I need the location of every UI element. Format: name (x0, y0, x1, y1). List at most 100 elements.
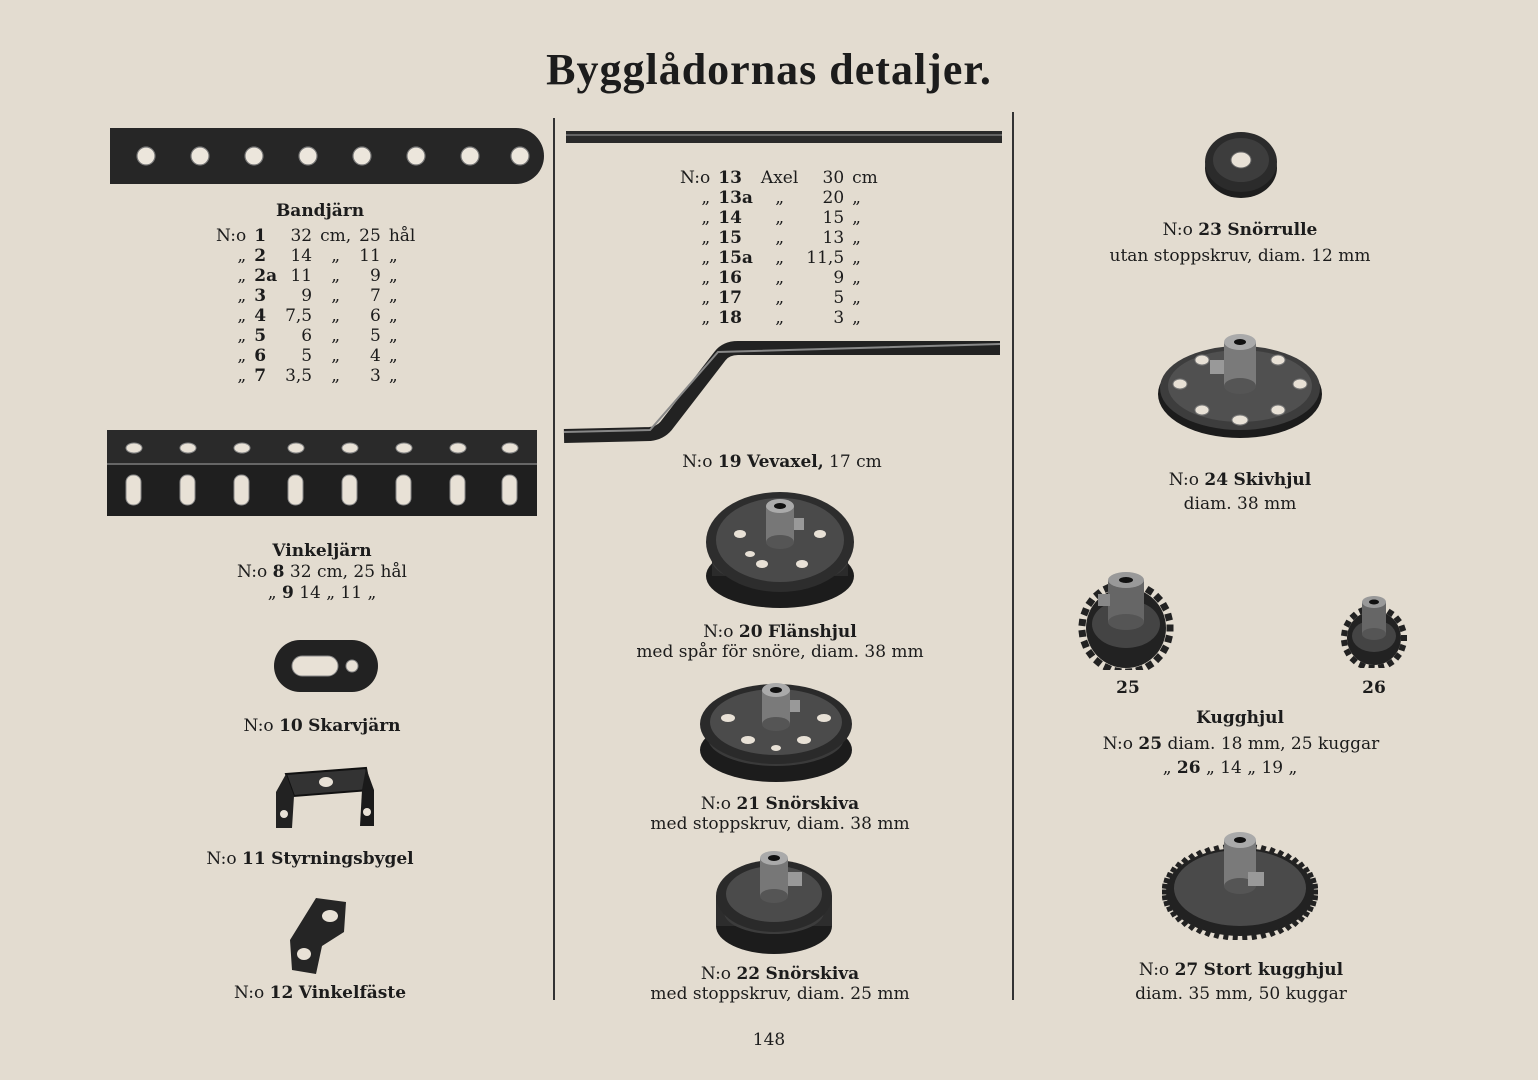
axel-row-cell: „ (852, 188, 861, 208)
page-title: Bygglådornas detaljer. (546, 45, 992, 94)
vinkeljarn-line-9-size: 14 „ 11 „ (299, 583, 377, 603)
snorskiva-21-name: Snörskiva (765, 794, 860, 814)
vinkeljarn-angle-iron-image (107, 430, 537, 516)
bandjarn-row-cell: „ (388, 246, 398, 266)
column-divider-right (1012, 112, 1014, 1000)
skarvjarn-number: 10 (279, 716, 303, 736)
snorskiva-22-image (716, 851, 832, 954)
bandjarn-row-cell: „ (388, 366, 398, 386)
axel-row-cell: 20 (822, 188, 845, 208)
axel-row-cell: „ (701, 188, 711, 208)
bandjarn-row-cell: 5 (301, 346, 313, 366)
axel-row-cell: 18 (718, 308, 742, 328)
vinkeljarn-line-9-prefix: „ (267, 583, 277, 603)
axel-row-cell: 9 (833, 268, 845, 288)
axel-row-cell: „ (701, 288, 711, 308)
axel-row-cell: „ (701, 268, 711, 288)
vinkeljarn-line-9: „ 9 14 „ 11 „ (222, 583, 422, 604)
stort-kugghjul-name: Stort kugghjul (1203, 960, 1344, 980)
flanshjul-name-line: N:o 20 Flänshjul (588, 622, 972, 643)
kugghjul-26-caption: 26 (1362, 678, 1386, 698)
bandjarn-row-cell: N:o (216, 226, 247, 246)
axel-row-cell: 16 (718, 268, 742, 288)
bandjarn-row-cell: 7 (369, 286, 381, 306)
axel-row: „15„13„ (676, 228, 882, 248)
bandjarn-row-cell: cm, (320, 226, 352, 246)
axel-row-cell: 15 (718, 228, 742, 248)
axel-row: „18„3„ (676, 308, 882, 328)
snorskiva-21-prefix: N:o (700, 794, 732, 814)
bandjarn-row-cell: 7 (254, 366, 267, 386)
bandjarn-row-cell: „ (331, 306, 341, 326)
skivhjul-number: 24 (1204, 470, 1229, 490)
stort-kugghjul-description: diam. 35 mm, 50 kuggar (1135, 984, 1347, 1004)
vinkeljarn-line-8-number: 8 (272, 562, 285, 582)
kugghjul-line-26: „ 26 „ 14 „ 19 „ (1060, 758, 1400, 779)
vevaxel-name: Vevaxel, (746, 452, 824, 472)
axel-row-cell: 15a (718, 248, 753, 268)
stort-kugghjul-number: 27 (1174, 960, 1199, 980)
styrningsbygel-name: Styrningsbygel (271, 849, 414, 869)
bandjarn-row-cell: „ (331, 286, 341, 306)
kugghjul-line-25: N:o 25 diam. 18 mm, 25 kuggar (1060, 734, 1422, 755)
snorskiva-22-name: Snörskiva (765, 964, 860, 984)
bandjarn-row-cell: 14 (290, 246, 313, 266)
skivhjul-prefix: N:o (1168, 470, 1199, 490)
bandjarn-row-cell: „ (237, 366, 247, 386)
axel-row-cell: 11,5 (806, 248, 845, 268)
bandjarn-row-cell: „ (388, 326, 398, 346)
snorskiva-21-number: 21 (736, 794, 761, 814)
bandjarn-row-cell: „ (331, 346, 341, 366)
bandjarn-row-cell: „ (237, 346, 247, 366)
flanshjul-name: Flänshjul (767, 622, 857, 642)
axel-row-cell: „ (775, 208, 785, 228)
axel-row-cell: „ (852, 288, 861, 308)
vevaxel-number: 19 (717, 452, 742, 472)
kugghjul-25-image (1078, 572, 1174, 670)
bandjarn-row-cell: „ (388, 346, 398, 366)
axel-row-cell: N:o (680, 168, 711, 188)
kugghjul-line-25-spec: diam. 18 mm, 25 kuggar (1167, 734, 1380, 754)
snorskiva-21-description: med stoppskruv, diam. 38 mm (650, 814, 910, 834)
styrningsbygel-number: 11 (242, 849, 266, 869)
axel-row-cell: „ (701, 228, 711, 248)
kugghjul-25-caption: 25 (1116, 678, 1140, 698)
bandjarn-row-cell: „ (331, 246, 341, 266)
bandjarn-row-cell: „ (388, 266, 398, 286)
stort-kugghjul-prefix: N:o (1138, 960, 1170, 980)
skarvjarn-prefix: N:o (243, 716, 274, 736)
flanshjul-description: med spår för snöre, diam. 38 mm (636, 642, 924, 662)
snorrulle-name-line: N:o 23 Snörrulle (1060, 220, 1420, 241)
vinkelfaste-name: Vinkelfäste (298, 983, 407, 1003)
styrningsbygel-prefix: N:o (206, 849, 237, 869)
flanshjul-number: 20 (738, 622, 763, 642)
kugghjul-heading: Kugghjul (1196, 708, 1284, 728)
axel-row-cell: „ (852, 228, 861, 248)
axel-row-cell: „ (775, 228, 785, 248)
skivhjul-name: Skivhjul (1233, 470, 1312, 490)
kugghjul-line-25-number: 25 (1138, 734, 1163, 754)
snorskiva-22-name-line: N:o 22 Snörskiva (588, 964, 972, 985)
vinkelfaste-number: 12 (269, 983, 294, 1003)
column-divider-left (553, 118, 555, 1000)
axel-row: „17„5„ (676, 288, 882, 308)
axel-row-cell: „ (775, 248, 785, 268)
axel-row-cell: 14 (718, 208, 742, 228)
axel-row-cell: „ (775, 288, 785, 308)
axel-row-cell: 3 (833, 308, 845, 328)
axel-row-cell: 17 (718, 288, 742, 308)
bandjarn-row-cell: 3,5 (285, 366, 313, 386)
axel-row-cell: 30 (822, 168, 845, 188)
bandjarn-row-cell: „ (331, 366, 341, 386)
bandjarn-row-cell: 11 (290, 266, 313, 286)
